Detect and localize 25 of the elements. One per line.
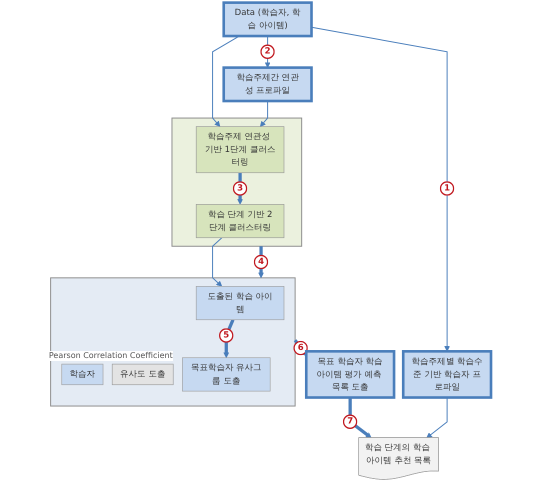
edge-label: 2 — [264, 46, 270, 56]
node-box: Data (학습자, 학습 아이템) — [222, 1, 312, 38]
arrow — [310, 26, 450, 352]
node-box: 도출된 학습 아이템 — [196, 286, 284, 320]
edge-label: 5 — [222, 330, 229, 340]
arrow — [348, 398, 372, 438]
node-box: 학습주제 연관성 기반 1단계 클러스터링 — [196, 126, 284, 174]
arrow — [212, 36, 240, 127]
arrow — [212, 237, 222, 287]
node-box: 목표학습자 유사그룹 도출 — [182, 357, 270, 392]
edge-label: 4 — [258, 256, 264, 267]
node-box: 목표 학습자 학습아이템 평가 예측 목록 도출 — [304, 350, 396, 399]
node-box: 학습주제간 연관성 프로파일 — [222, 66, 312, 102]
arrow — [426, 397, 448, 438]
cluster — [171, 118, 302, 247]
node-box: 학습주제별 학습수준 기반 학습자 프로파일 — [402, 350, 492, 399]
edge-label: 3 — [236, 183, 243, 194]
edge-label: 1 — [444, 183, 450, 194]
arrow — [260, 100, 268, 127]
note-text: Pearson Correlation Coefficient — [48, 351, 173, 361]
edge-label: 7 — [346, 416, 353, 426]
edge-label: 6 — [297, 342, 304, 353]
node-box: 학습 단계 기반 2단계 클러스터링 — [196, 204, 284, 238]
node-box: 학습자 — [61, 364, 104, 386]
node-box: 유사도 도출 — [112, 364, 174, 386]
